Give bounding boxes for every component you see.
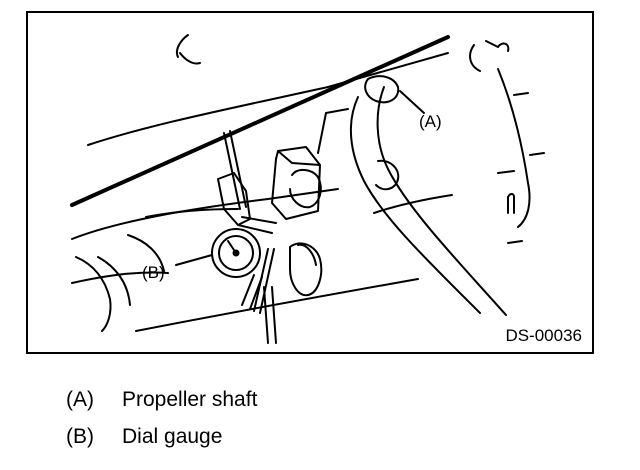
magnet-base-2: [297, 243, 317, 266]
gauge-rod: [223, 130, 247, 210]
dial-gauge-icon: [211, 228, 261, 278]
tunnel-wall: [317, 108, 349, 154]
floor-panel: [71, 188, 339, 240]
callout-b-label: (B): [142, 263, 165, 282]
floor-curve-left-2: [97, 256, 131, 306]
tunnel-wall-2: [373, 194, 453, 214]
propeller-shaft-collar: [375, 159, 400, 191]
floor-rib-2: [145, 208, 239, 218]
dial-gauge-illustration: [70, 34, 545, 344]
gauge-stand-block: [271, 146, 321, 220]
bracket-line-right: [497, 68, 531, 228]
vehicle-body-upper: [87, 52, 449, 146]
legend-item-dial-gauge: (B) Dial gauge: [66, 426, 222, 447]
floor-panel-lower: [135, 278, 419, 332]
legend-item-propeller-shaft: (A) Propeller shaft: [66, 389, 257, 410]
floor-curve-left-3: [127, 234, 165, 272]
propeller-shaft-joint: [364, 75, 400, 104]
callout-b-leader: [175, 254, 213, 266]
legend-text: Propeller shaft: [122, 388, 258, 411]
illustration-frame: (A) (B) DS-00036: [26, 11, 594, 354]
pin: [507, 193, 515, 214]
support-rod: [263, 286, 277, 344]
vehicle-body-curve: [176, 34, 201, 65]
propeller-shaft-tube-2: [376, 86, 507, 316]
floor-curve-left: [75, 256, 112, 332]
callout-a-leader: [399, 90, 425, 114]
gauge-stand-knob: [289, 169, 322, 209]
vehicle-body-edge: [70, 35, 450, 207]
gauge-arm: [237, 216, 277, 234]
legend-text: Dial gauge: [122, 425, 223, 448]
legend-key: (B): [66, 425, 94, 448]
bracket-dash: [497, 92, 545, 244]
bracket-right: [469, 40, 510, 72]
gauge-stand-face: [277, 150, 321, 166]
magnet-base: [289, 242, 323, 297]
plunger-2: [253, 248, 275, 314]
legend-key: (A): [66, 388, 94, 411]
callout-a-label: (A): [419, 112, 442, 131]
propeller-shaft-tube: [349, 96, 481, 314]
figure-code: DS-00036: [505, 326, 582, 345]
floor-rib: [71, 271, 169, 284]
